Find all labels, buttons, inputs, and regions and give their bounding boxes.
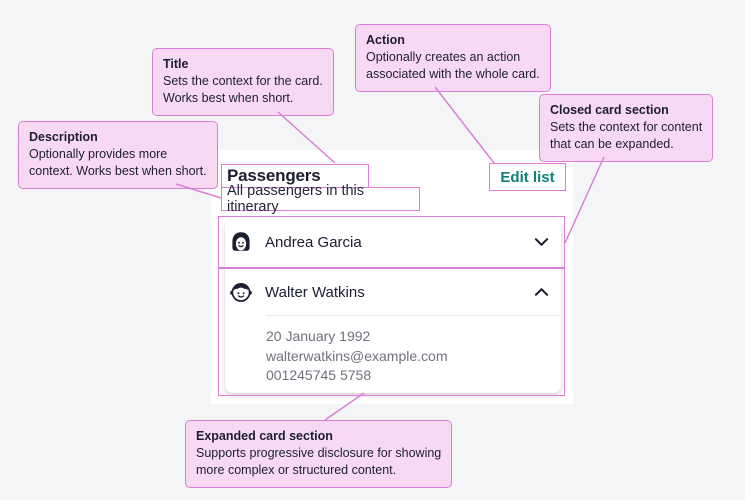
annotation-body: Sets the context for the card. Works bes… xyxy=(163,74,323,105)
card-action-highlight: Edit list xyxy=(489,163,566,191)
passenger-email: walterwatkins@example.com xyxy=(266,347,448,364)
annotation-heading: Title xyxy=(163,57,189,71)
passenger-birthdate: 20 January 1992 xyxy=(266,328,371,344)
chevron-down-icon[interactable] xyxy=(534,237,549,247)
annotation-heading: Description xyxy=(29,130,98,144)
annotation-action: Action Optionally creates an action asso… xyxy=(355,24,551,92)
annotation-heading: Expanded card section xyxy=(196,429,333,443)
annotation-body: Supports progressive disclosure for show… xyxy=(196,446,442,477)
woman-avatar-icon xyxy=(232,232,250,251)
passenger-phone: 001245745 5758 xyxy=(266,367,372,383)
passenger-row[interactable]: Andrea Garcia xyxy=(229,217,549,267)
section-divider xyxy=(266,315,560,316)
card-section-expanded: Walter Watkins 20 January 1992 walterwat… xyxy=(218,268,565,396)
annotation-body: Optionally creates an action associated … xyxy=(366,50,540,81)
card-section-closed[interactable]: Andrea Garcia xyxy=(218,216,565,268)
annotation-body: Sets the context for content that can be… xyxy=(550,120,703,151)
passenger-row[interactable]: Walter Watkins xyxy=(219,269,564,315)
annotation-body: Optionally provides more context. Works … xyxy=(29,147,207,178)
annotation-heading: Closed card section xyxy=(550,103,669,117)
annotation-title: Title Sets the context for the card. Wor… xyxy=(152,48,334,116)
annotation-closed-section: Closed card section Sets the context for… xyxy=(539,94,714,162)
passenger-name: Andrea Garcia xyxy=(265,233,362,251)
annotation-heading: Action xyxy=(366,33,405,47)
edit-list-button[interactable]: Edit list xyxy=(500,168,555,186)
passenger-details: 20 January 1992 walterwatkins@example.co… xyxy=(219,316,564,386)
card-description: All passengers in this itinerary xyxy=(227,183,365,215)
passenger-name: Walter Watkins xyxy=(265,283,365,301)
card-title: Passengers xyxy=(227,166,321,185)
boy-avatar-icon xyxy=(230,282,252,302)
annotation-expanded-section: Expanded card section Supports progressi… xyxy=(185,420,453,488)
card-description-highlight: All passengers in this itinerary xyxy=(221,183,420,215)
passenger-card xyxy=(225,220,561,393)
annotation-description: Description Optionally provides more con… xyxy=(18,121,218,189)
chevron-up-icon[interactable] xyxy=(534,287,549,297)
